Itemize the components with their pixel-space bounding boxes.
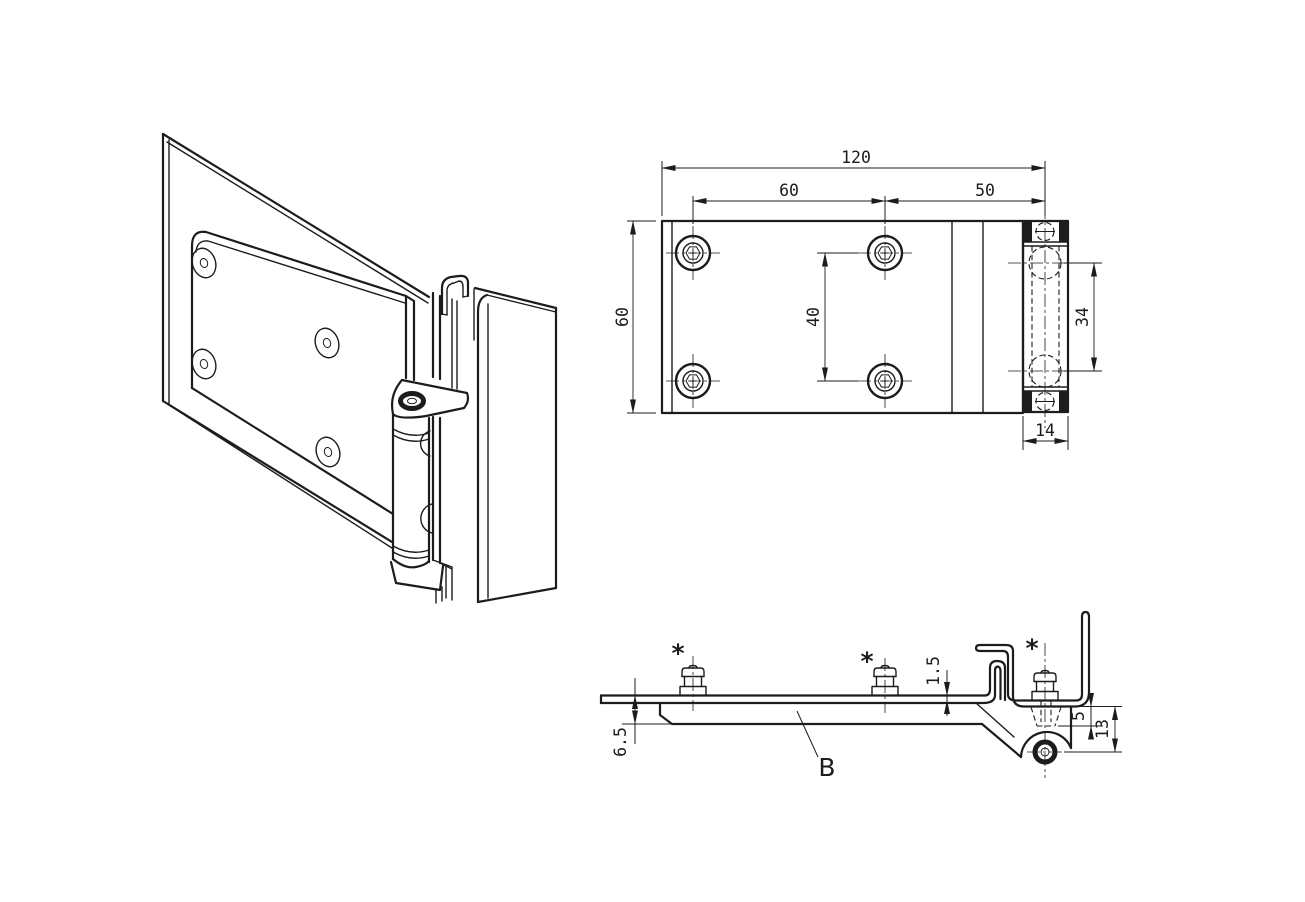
- door-panel: [473, 286, 558, 604]
- dim-knuckle-width: 14: [1035, 421, 1055, 440]
- isometric-view: [161, 132, 558, 604]
- dim-hole-spacing-horizontal: 60: [779, 181, 799, 200]
- hinge-leaf: [190, 230, 416, 516]
- side-door-profile: [974, 610, 1091, 708]
- dim-flange-offset: 6.5: [611, 727, 630, 757]
- side-view-dimensions: 6.5 1.5 5 13 B * * *: [611, 634, 1122, 782]
- knuckle-section: [1008, 206, 1084, 428]
- hinge-barrel: [389, 378, 470, 604]
- dim-plate-width: 60: [613, 307, 632, 327]
- dim-knuckle-hole-spacing: 34: [1073, 307, 1092, 327]
- top-view-outline: [660, 219, 1025, 415]
- dim-recess-depth: 5: [1069, 711, 1088, 721]
- pin-hole: [398, 391, 426, 411]
- fastener-asterisk: *: [671, 639, 684, 668]
- detail-b-panel: [658, 701, 984, 726]
- detail-label-b: B: [818, 753, 835, 782]
- dim-hole-spacing-vertical: 40: [804, 307, 823, 327]
- top-view-dimensions: 120 60 50 60 40 34 14: [613, 148, 1102, 450]
- side-frame-profile: [599, 659, 1007, 726]
- top-view: 120 60 50 60 40 34 14: [613, 148, 1102, 450]
- fastener-asterisk: *: [860, 647, 873, 676]
- dim-sheet-thickness: 1.5: [924, 656, 943, 686]
- dim-pin-offset: 50: [975, 181, 995, 200]
- side-view: 6.5 1.5 5 13 B * * *: [599, 610, 1122, 782]
- dim-pin-axis-offset: 13: [1093, 719, 1112, 739]
- screw-boss: [191, 247, 341, 468]
- door-channel: [419, 274, 470, 601]
- frame-plate: [161, 132, 431, 549]
- dim-overall-length: 120: [841, 148, 871, 167]
- fastener-asterisk: *: [1025, 634, 1038, 663]
- side-knuckle: [975, 701, 1073, 765]
